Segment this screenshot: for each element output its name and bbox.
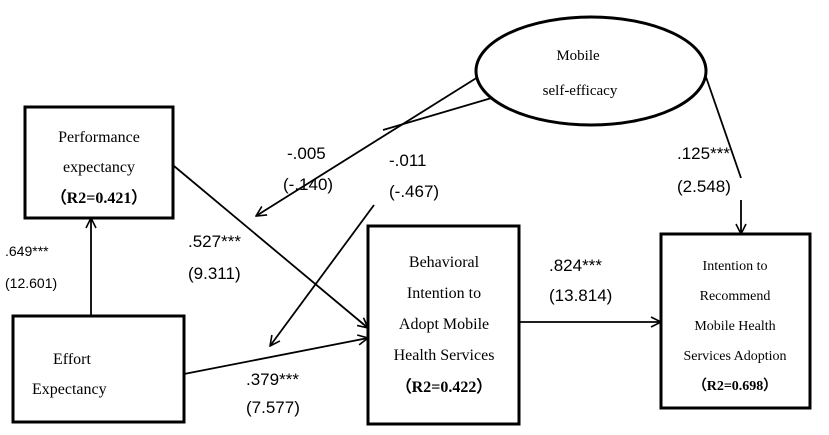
effort-label-1: Effort [53,351,91,368]
node-behavioral-intention [366,224,521,426]
t-selfefficacy-effort: (-.467) [389,182,439,201]
line-selfefficacy-to-lower [382,96,496,131]
effort-label-2: Expectancy [32,381,107,398]
recommend-label-2: Recommend [700,289,771,304]
behavioral-label-2: Intention to [407,285,481,302]
selfefficacy-label-1: Mobile [556,48,600,64]
arrow-performance-to-behavioral [173,165,368,328]
recommend-label-4: Services Adoption [683,349,786,364]
recommend-r2: （R2=0.698） [693,378,778,394]
t-selfefficacy-recommend: (2.548) [677,177,731,196]
selfefficacy-label-2: self-efficacy [543,83,618,99]
t-selfefficacy-performance: (-.140) [283,175,333,194]
node-mobile-self-efficacy [474,15,708,127]
t-behavioral-recommend: (13.814) [549,286,612,305]
behavioral-r2: （R2=0.422） [396,378,493,396]
coef-selfefficacy-effort: -.011 [389,151,427,170]
arrow-effort-to-behavioral [183,338,368,375]
recommend-label-3: Mobile Health [694,319,775,334]
performance-label-2: expectancy [63,159,135,176]
performance-label-1: Performance [58,129,140,146]
t-performance-behavioral: (9.311) [188,264,241,283]
arrow-selfefficacy-to-performance [256,76,479,216]
node-effort-expectancy [11,314,186,424]
line-selfefficacy-to-recommend [705,76,742,179]
recommend-label-1: Intention to [703,259,768,274]
node-intention-recommend [659,232,812,410]
performance-r2: （R2=0.421） [51,189,148,207]
coef-effort-performance: .649*** [5,243,49,259]
behavioral-label-4: Health Services [394,347,495,364]
coef-selfefficacy-recommend: .125*** [677,144,730,163]
node-performance-expectancy [23,105,175,220]
coef-selfefficacy-performance: -.005 [287,144,326,163]
t-effort-behavioral: (7.577) [246,398,300,417]
coef-effort-behavioral: .379*** [246,370,299,389]
behavioral-label-1: Behavioral [409,254,480,271]
coef-behavioral-recommend: .824*** [549,256,602,275]
arrow-selfefficacy-to-effort [270,204,375,346]
behavioral-label-3: Adopt Mobile [399,316,489,333]
coef-performance-behavioral: .527*** [188,232,241,251]
t-effort-performance: (12.601) [5,275,57,291]
